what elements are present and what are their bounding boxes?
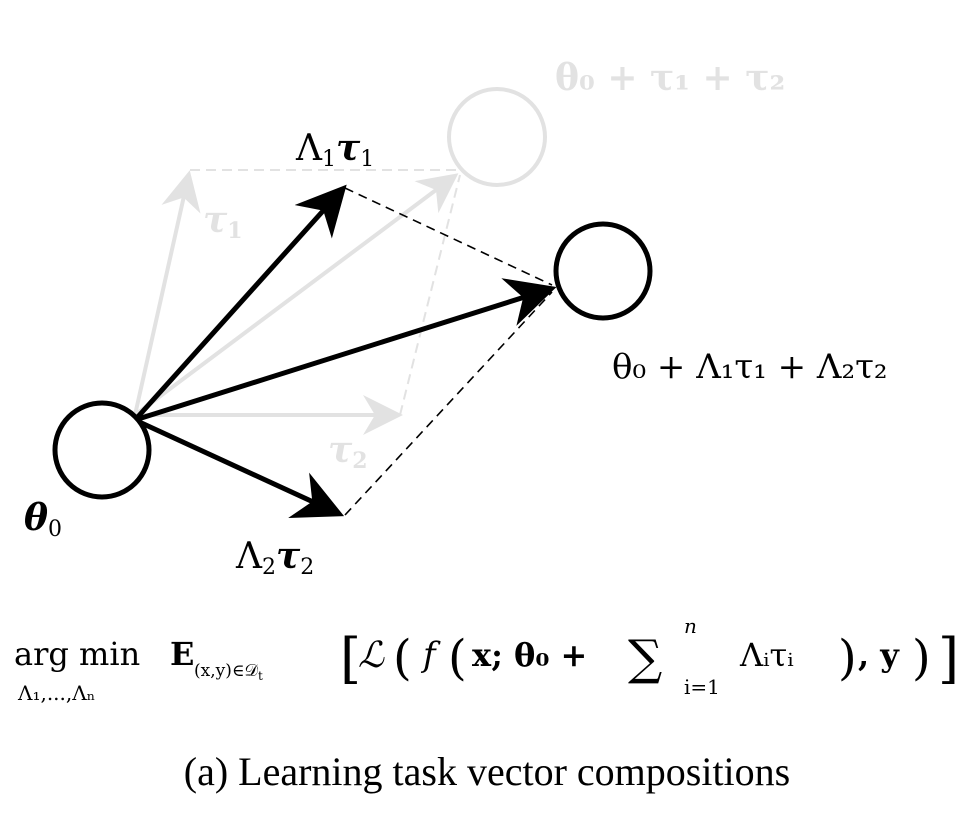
arrow-combined	[134, 278, 557, 423]
svg-text:Λ1τ1: Λ1τ1	[295, 127, 374, 172]
theta-symbol: θ	[24, 497, 48, 539]
subscript: 2	[352, 448, 367, 474]
subscript: 2	[300, 555, 314, 580]
eq-sum-top: n	[684, 614, 697, 638]
eq-f: f	[420, 635, 441, 675]
label-result: θ₀ + Λ₁τ₁ + Λ₂τ₂	[612, 347, 888, 387]
eq-expectation-sub-t: t	[258, 669, 263, 683]
dashed-edge-top	[344, 187, 553, 286]
eq-expectation-sub-main: (x,y)∈𝒟	[194, 661, 258, 681]
eq-paren-close-1: )	[912, 630, 931, 686]
node-theta0	[52, 400, 152, 500]
eq-paren-open-2: (	[448, 630, 467, 686]
arrow-lambda2-tau2	[133, 417, 345, 518]
eq-bracket-open: [	[340, 627, 361, 690]
label-sum-faint: θ₀ + τ₁ + τ₂	[555, 57, 785, 99]
subscript: 1	[227, 218, 242, 244]
faint-dashed-right	[399, 174, 461, 416]
svg-text:τ2: τ2	[328, 429, 368, 474]
label-tau2-faint: τ2	[328, 429, 368, 474]
svg-text:Λ2τ2: Λ2τ2	[235, 535, 314, 580]
subscript: 1	[360, 147, 374, 172]
faint-node-sum	[447, 87, 547, 187]
label-theta0: θ0	[24, 497, 62, 542]
eq-sum-bottom: i=1	[684, 675, 720, 699]
tau-symbol: τ	[203, 199, 228, 241]
eq-body-a: x; θ₀ +	[472, 636, 587, 674]
dashed-edge-bottom	[344, 291, 553, 516]
faint-arrow-tau1	[133, 170, 201, 416]
eq-paren-close-2: )	[838, 630, 857, 686]
eq-argmin: arg min	[14, 635, 140, 673]
svg-text:θ0: θ0	[24, 497, 62, 542]
label-tau1-faint: τ1	[203, 199, 243, 244]
eq-sum: ∑	[628, 630, 662, 686]
eq-expectation-sub: (x,y)∈𝒟t	[194, 661, 263, 683]
eq-expectation: E	[170, 635, 194, 673]
subscript: 2	[262, 555, 276, 580]
objective-equation: arg min Λ₁,...,Λₙ E (x,y)∈𝒟t [ ℒ ( f ( x…	[14, 614, 959, 705]
eq-comma-y: , y	[858, 636, 900, 674]
tau-symbol: τ	[276, 535, 301, 577]
eq-body-b: Λᵢτᵢ	[739, 636, 794, 674]
faint-arrow-sum	[133, 173, 459, 417]
eq-paren-open-1: (	[393, 630, 412, 686]
arrow-lambda1-tau1	[133, 184, 347, 422]
eq-argmin-sub: Λ₁,...,Λₙ	[17, 681, 95, 705]
node-result	[553, 221, 653, 321]
svg-text:τ1: τ1	[203, 199, 243, 244]
lambda-symbol: Λ	[235, 536, 263, 577]
eq-bracket-close: ]	[938, 627, 959, 690]
tau-symbol: τ	[328, 429, 353, 471]
figure-caption: (a) Learning task vector compositions	[184, 749, 790, 794]
subscript: 1	[322, 147, 336, 172]
tau-symbol: τ	[336, 127, 361, 169]
faint-layer	[133, 87, 547, 435]
subscript: 0	[48, 517, 62, 542]
eq-loss: ℒ	[358, 635, 385, 676]
lambda-symbol: Λ	[295, 128, 323, 169]
label-lambda1-tau1: Λ1τ1	[295, 127, 374, 172]
label-lambda2-tau2: Λ2τ2	[235, 535, 314, 580]
